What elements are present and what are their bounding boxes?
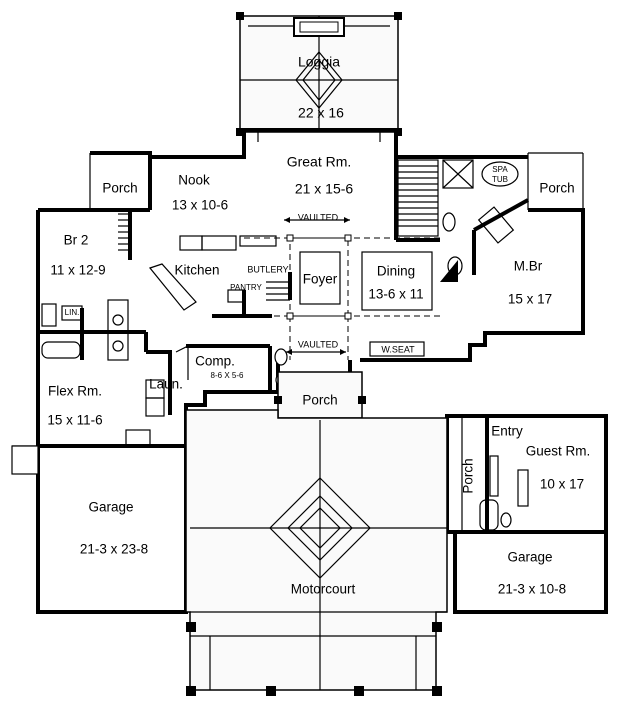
wseat-label: W.SEAT <box>381 344 415 354</box>
nook-label: Nook <box>178 173 210 188</box>
garage-right-size: 21-3 x 10-8 <box>498 582 566 597</box>
comp-size: 8-6 X 5-6 <box>211 371 244 380</box>
vaulted-top-label: VAULTED <box>298 212 339 222</box>
porch-nw-label: Porch <box>102 181 137 196</box>
comp-label: Comp. <box>195 354 235 369</box>
butlery-label: BUTLERY <box>247 264 288 274</box>
dining-size: 13-6 x 11 <box>368 287 423 302</box>
laun-label: Laun. <box>149 377 183 392</box>
porch-entry-label: Porch <box>302 393 337 408</box>
porch-ne-label: Porch <box>539 181 574 196</box>
guest-size: 10 x 17 <box>540 477 584 492</box>
pantry-label: PANTRY <box>230 283 262 292</box>
loggia-size: 22 x 16 <box>298 105 344 121</box>
mbr-size: 15 x 17 <box>508 292 552 307</box>
garage-right-label: Garage <box>507 550 552 565</box>
motorcourt-label: Motorcourt <box>291 582 356 597</box>
motorcourt-area <box>185 409 448 696</box>
flex-size: 15 x 11-6 <box>47 413 102 428</box>
vaulted-lines <box>244 217 440 360</box>
garage-left-label: Garage <box>88 500 133 515</box>
br2-label: Br 2 <box>64 233 89 248</box>
dining-label: Dining <box>377 264 415 279</box>
room-labels: Loggia 22 x 16 Great Rm. 21 x 15-6 VAULT… <box>47 54 590 597</box>
garage-left-size: 21-3 x 23-8 <box>80 542 148 557</box>
flex-label: Flex Rm. <box>48 384 102 399</box>
nook-size: 13 x 10-6 <box>172 198 228 213</box>
foyer-label: Foyer <box>303 272 338 287</box>
br2-size: 11 x 12-9 <box>50 263 105 278</box>
vaulted-bottom-label: VAULTED <box>298 339 339 349</box>
kitchen-label: Kitchen <box>174 263 219 278</box>
great-room-size: 21 x 15-6 <box>295 181 354 197</box>
tub-label: TUB <box>492 175 508 184</box>
porch-guest-label: Porch <box>461 458 476 493</box>
lin-label: LIN. <box>65 308 80 317</box>
great-room-label: Great Rm. <box>287 154 352 170</box>
fixtures <box>41 159 529 531</box>
entry-label: Entry <box>491 424 523 439</box>
loggia-label: Loggia <box>298 54 340 70</box>
guest-label: Guest Rm. <box>526 444 591 459</box>
spa-label: SPA <box>492 165 508 174</box>
mbr-label: M.Br <box>514 259 543 274</box>
loggia-area <box>236 12 402 142</box>
